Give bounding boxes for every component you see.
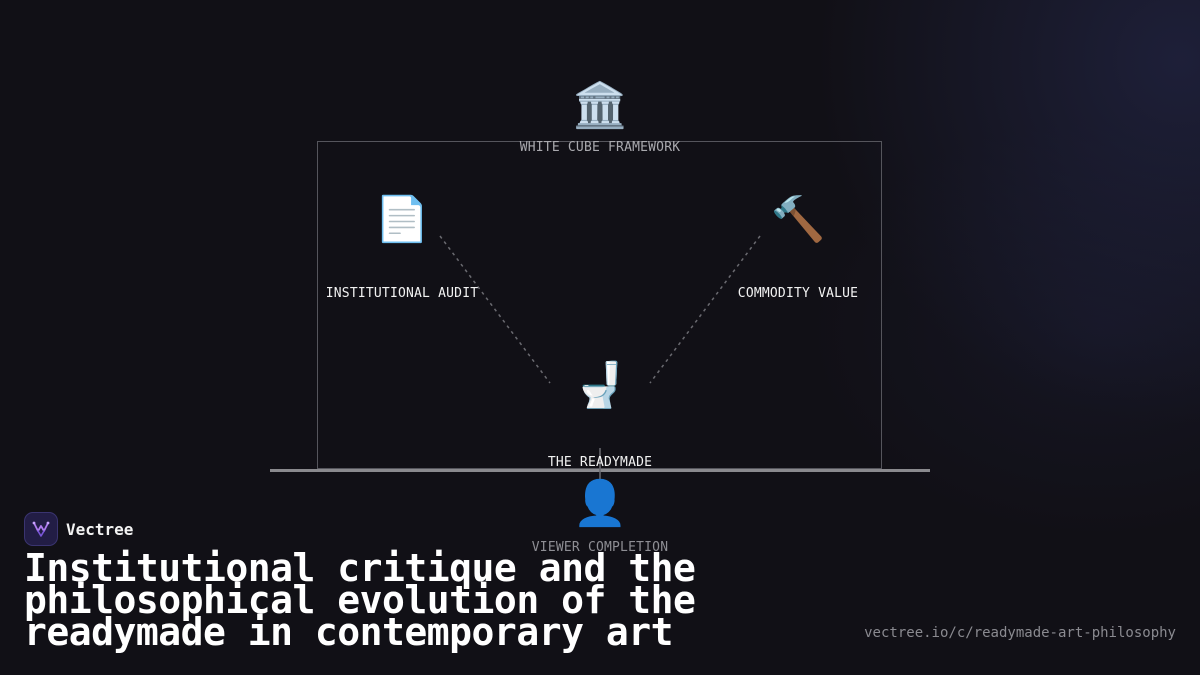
toilet-icon: 🚽 [572,360,628,411]
white-cube-frame [317,141,882,469]
document-icon: 📄 [374,194,430,245]
hammer-icon: 🔨 [770,194,826,245]
viewer-completion-label: VIEWER COMPLETION [531,540,669,555]
headline: Institutional critique and the philosoph… [24,546,696,654]
brand: Vectree [24,512,133,546]
brand-name: Vectree [66,519,134,539]
vectree-logo-icon [24,512,58,546]
white-cube-framework-label: WHITE CUBE FRAMEWORK [519,140,681,155]
institutional-audit-label: INSTITUTIONAL AUDIT [325,286,479,301]
museum-building-icon: 🏛️ [572,80,628,131]
source-url: vectree.io/c/readymade-art-philosophy [864,625,1176,641]
commodity-value-label: COMMODITY VALUE [737,286,859,301]
person-silhouette-icon: 👤 [572,478,628,529]
the-readymade-label: THE READYMADE [547,455,653,470]
